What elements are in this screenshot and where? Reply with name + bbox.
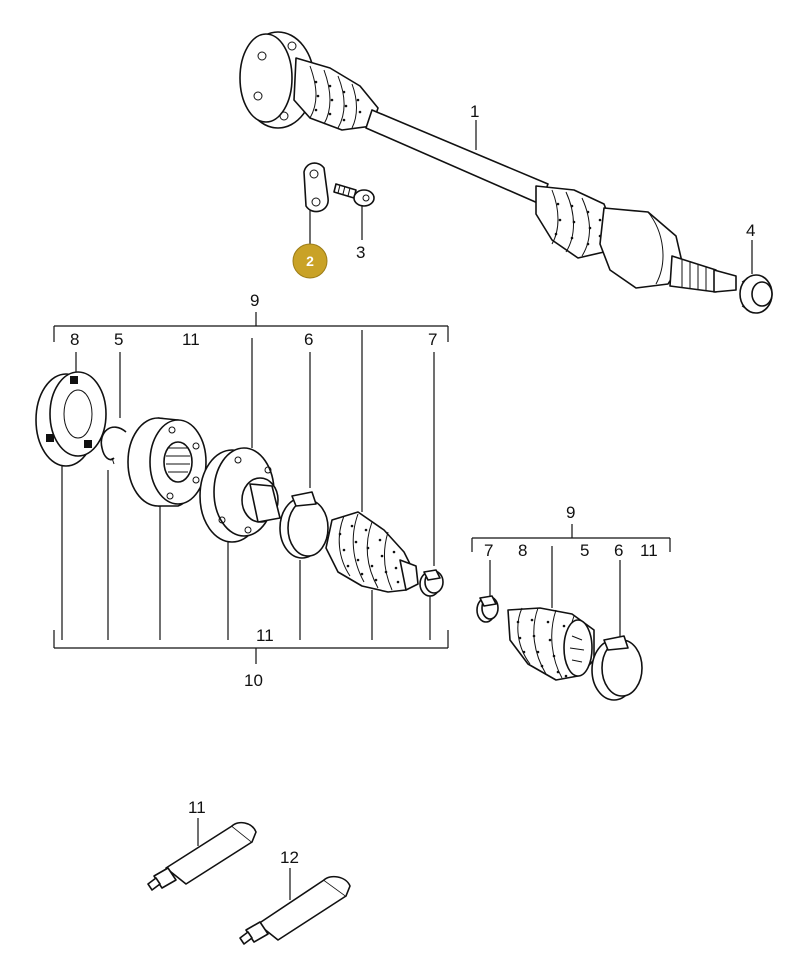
callout-right-9[interactable]: 9	[566, 503, 575, 522]
lock-plate[interactable]	[303, 162, 329, 213]
callout-tube-11[interactable]: 11	[188, 798, 206, 817]
outer-cv-boot[interactable]	[507, 607, 595, 681]
drive-shaft[interactable]	[239, 31, 737, 293]
callout-lower-10[interactable]: 10	[244, 671, 263, 690]
circlip[interactable]	[100, 426, 127, 465]
callout-2: 2	[306, 253, 314, 269]
callout-right-8[interactable]: 8	[518, 541, 527, 560]
callout-right-5[interactable]: 5	[580, 541, 589, 560]
callout-1[interactable]: 1	[470, 102, 479, 121]
callout-3[interactable]: 3	[356, 243, 365, 262]
callout-lower-11[interactable]: 11	[256, 626, 274, 645]
grease-tube-11[interactable]	[147, 821, 257, 891]
callout-top-11[interactable]: 11	[182, 330, 200, 349]
callout-right-6[interactable]: 6	[614, 541, 623, 560]
axle-nut[interactable]	[739, 274, 773, 314]
outer-clamp-large[interactable]	[591, 635, 643, 701]
callout-tube-12[interactable]: 12	[280, 848, 299, 867]
inner-kit-leaders	[61, 330, 435, 640]
inner-kit-bracket	[53, 312, 449, 664]
callout-right-7[interactable]: 7	[484, 541, 493, 560]
callout-top-8[interactable]: 8	[70, 330, 79, 349]
inner-hub[interactable]	[127, 417, 207, 507]
callout-2-highlight[interactable]: 2	[292, 243, 328, 279]
callout-top-5[interactable]: 5	[114, 330, 123, 349]
callout-top-7[interactable]: 7	[428, 330, 437, 349]
callout-4[interactable]: 4	[746, 221, 755, 240]
joint-flange[interactable]	[199, 447, 281, 543]
callout-top-9[interactable]: 9	[250, 291, 259, 310]
callout-top-6[interactable]: 6	[304, 330, 313, 349]
boot-clamp-large[interactable]	[279, 491, 329, 559]
socket-bolt[interactable]	[333, 183, 375, 207]
grease-tube-12[interactable]	[239, 875, 351, 945]
joint-cover[interactable]	[35, 371, 107, 467]
boot-clamp-small[interactable]	[419, 569, 444, 597]
cv-boot[interactable]	[325, 511, 419, 593]
outer-clamp-small[interactable]	[476, 595, 499, 623]
outer-kit-bracket	[471, 524, 671, 640]
callout-right-11[interactable]: 11	[640, 541, 658, 560]
